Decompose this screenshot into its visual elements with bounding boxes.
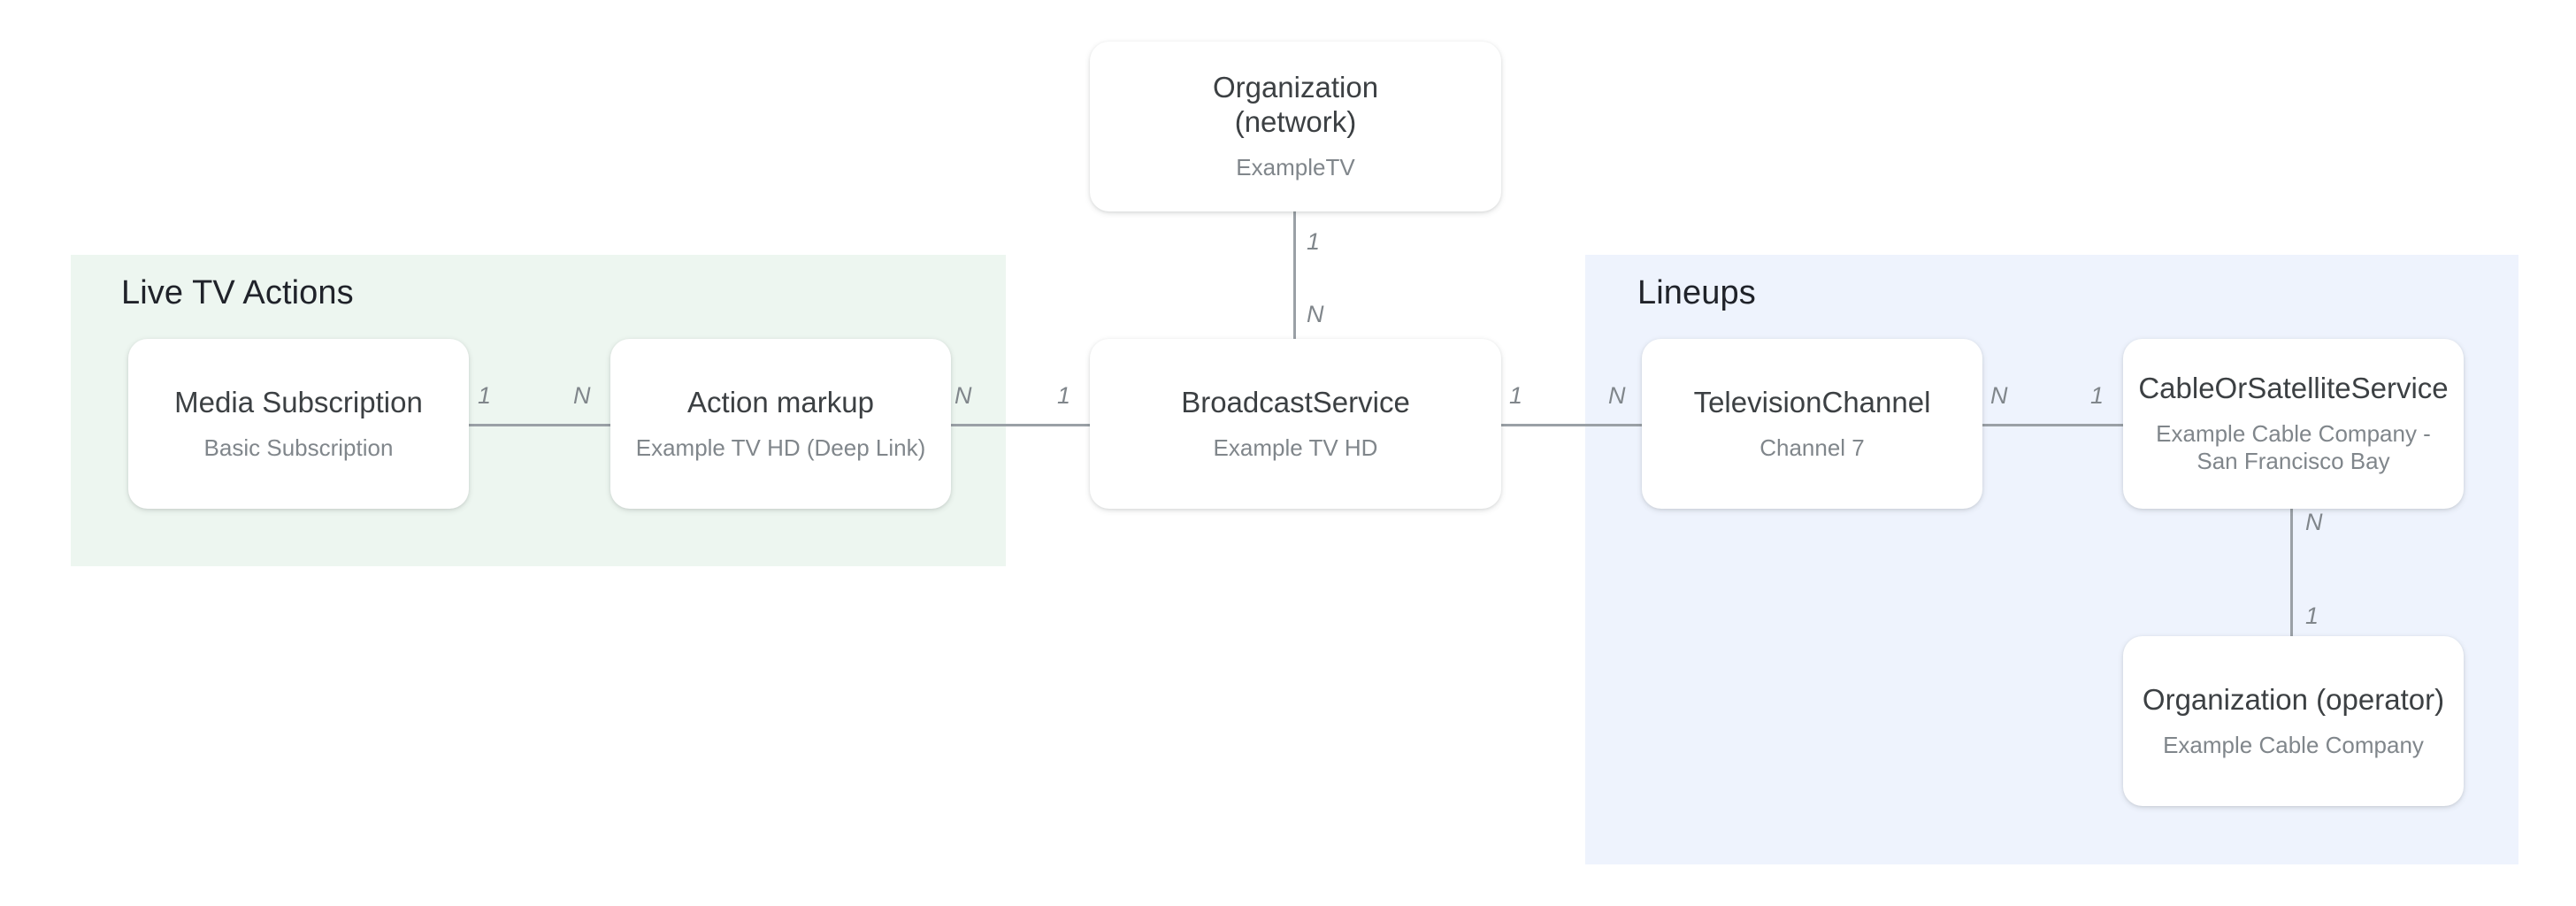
node-title-broadcast-service: BroadcastService (1181, 385, 1410, 418)
cardinality-org-network-to-broadcast-service-top: 1 (1307, 228, 1321, 255)
edge-action-markup-to-broadcast-service (938, 424, 1097, 426)
node-title-organization-network: Organization (network) (1212, 71, 1379, 139)
cardinality-cable-or-satellite-to-org-operator-top: N (2305, 509, 2323, 535)
node-title-cable-or-satellite-service: CableOrSatelliteService (2138, 371, 2449, 404)
node-subtitle-organization-operator: Example Cable Company (2163, 731, 2424, 758)
node-subtitle-broadcast-service: Example TV HD (1213, 434, 1378, 461)
node-action-markup[interactable]: Action markup Example TV HD (Deep Link) (610, 339, 951, 509)
panel-title-live-tv-actions: Live TV Actions (121, 274, 354, 311)
node-television-channel[interactable]: TelevisionChannel Channel 7 (1642, 339, 1982, 509)
cardinality-television-channel-to-cable-or-satellite-service-left: N (1990, 382, 2008, 409)
node-organization-network[interactable]: Organization (network) ExampleTV (1090, 42, 1501, 211)
node-subtitle-cable-or-satellite-service: Example Cable Company - San Francisco Ba… (2156, 419, 2431, 475)
node-broadcast-service[interactable]: BroadcastService Example TV HD (1090, 339, 1501, 509)
edge-broadcast-service-to-television-channel (1491, 424, 1650, 426)
node-subtitle-television-channel: Channel 7 (1760, 434, 1865, 461)
edge-media-subscription-to-action-markup (460, 424, 610, 426)
node-subtitle-organization-network: ExampleTV (1236, 154, 1355, 181)
node-subtitle-action-markup: Example TV HD (Deep Link) (635, 434, 926, 461)
node-title-television-channel: TelevisionChannel (1693, 385, 1931, 418)
cardinality-action-markup-to-broadcast-service-right: 1 (1057, 382, 1071, 409)
edge-television-channel-to-cable-or-satellite-service (1974, 424, 2129, 426)
cardinality-action-markup-to-broadcast-service-left: N (954, 382, 972, 409)
cardinality-television-channel-to-cable-or-satellite-service-right: 1 (2090, 382, 2104, 409)
node-title-organization-operator: Organization (operator) (2142, 682, 2445, 716)
cardinality-org-network-to-broadcast-service-bottom: N (1307, 301, 1324, 327)
cardinality-broadcast-service-to-television-channel-right: N (1608, 382, 1626, 409)
cardinality-media-subscription-to-action-markup-right: N (573, 382, 591, 409)
panel-title-lineups: Lineups (1637, 274, 1756, 311)
cardinality-media-subscription-to-action-markup-left: 1 (478, 382, 492, 409)
edge-cable-or-satellite-service-to-organization-operator (2290, 509, 2293, 640)
node-cable-or-satellite-service[interactable]: CableOrSatelliteService Example Cable Co… (2123, 339, 2464, 509)
node-title-action-markup: Action markup (687, 385, 874, 418)
cardinality-broadcast-service-to-television-channel-left: 1 (1509, 382, 1523, 409)
node-organization-operator[interactable]: Organization (operator) Example Cable Co… (2123, 636, 2464, 806)
node-media-subscription[interactable]: Media Subscription Basic Subscription (128, 339, 469, 509)
cardinality-cable-or-satellite-to-org-operator-bottom: 1 (2305, 603, 2319, 629)
node-title-media-subscription: Media Subscription (174, 385, 423, 418)
node-subtitle-media-subscription: Basic Subscription (203, 434, 394, 461)
edge-org-network-to-broadcast-service (1293, 211, 1296, 340)
